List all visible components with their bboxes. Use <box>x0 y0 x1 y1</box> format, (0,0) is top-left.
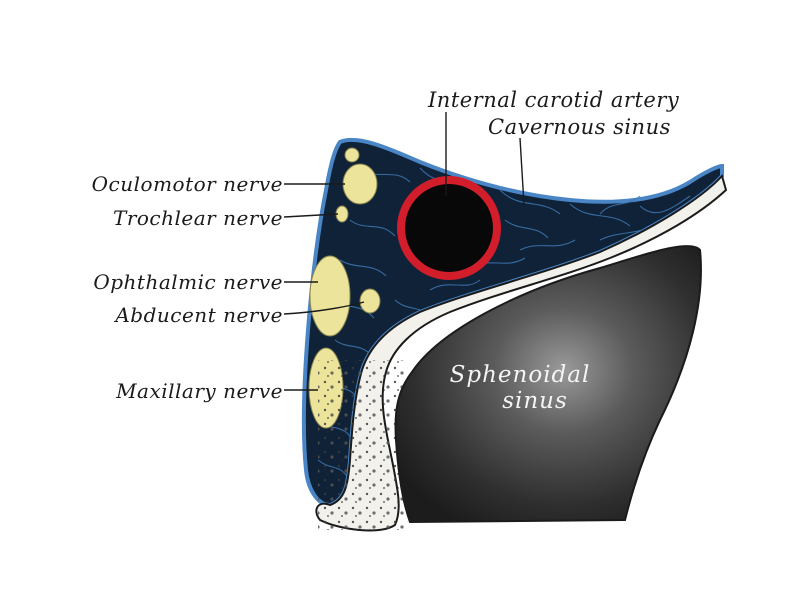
leader-abducent-nerve <box>283 301 365 315</box>
leader-trochlear-nerve <box>283 213 339 218</box>
leader-cavernous-sinus <box>519 137 525 206</box>
label-trochlear-nerve: Trochlear nerve <box>113 206 283 230</box>
small-nerve-top <box>344 147 360 163</box>
label-ophthalmic-nerve: Ophthalmic nerve <box>93 270 283 294</box>
label-internal-carotid-artery: Internal carotid artery <box>427 88 680 112</box>
label-cavernous-sinus: Cavernous sinus <box>488 115 671 139</box>
internal-carotid-artery-lumen <box>405 184 493 272</box>
oculomotor-nerve <box>342 163 378 205</box>
label-abducent-nerve: Abducent nerve <box>113 303 283 327</box>
bone-speckle <box>318 360 408 530</box>
sphenoidal-sinus-cavity <box>394 245 702 524</box>
ophthalmic-nerve <box>309 255 351 337</box>
label-sinus: sinus <box>502 388 568 414</box>
label-maxillary-nerve: Maxillary nerve <box>115 379 283 403</box>
abducent-nerve <box>359 288 381 314</box>
label-sphenoidal: Sphenoidal <box>450 362 591 388</box>
leader-lines <box>283 112 525 391</box>
label-oculomotor-nerve: Oculomotor nerve <box>92 172 283 196</box>
